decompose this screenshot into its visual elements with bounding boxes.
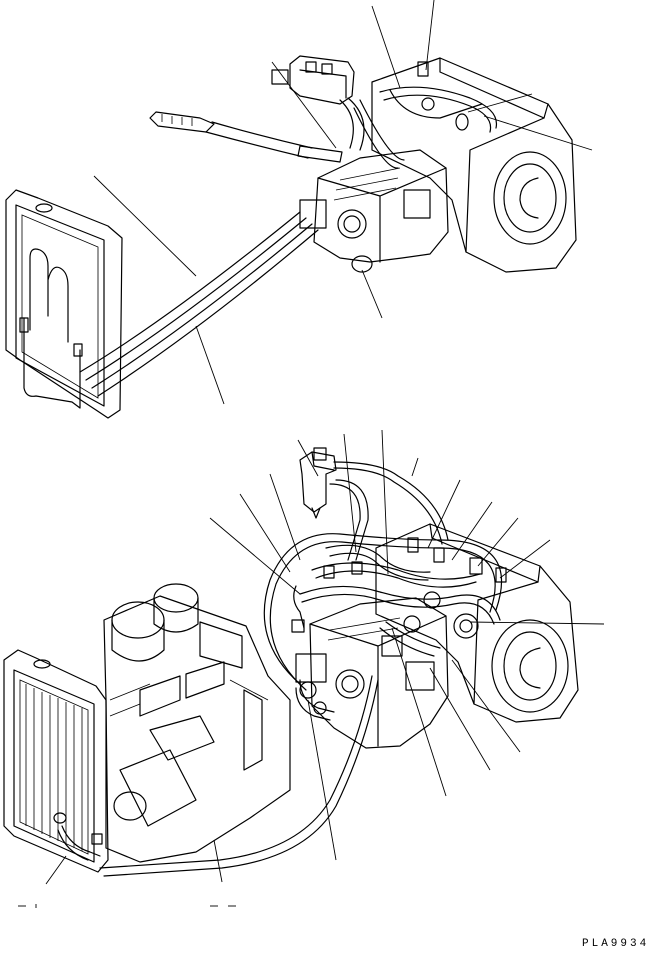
solenoid-bottom <box>299 447 449 561</box>
callout-ticks <box>18 904 236 908</box>
transmission-housing-bottom <box>375 523 579 723</box>
radiator-hoses-bottom <box>57 675 379 877</box>
figure-code: PLA9934 <box>582 938 650 950</box>
oil-cooler-top <box>5 189 123 419</box>
transmission-housing-top <box>371 57 577 273</box>
top-piping-top <box>353 61 498 169</box>
engine-bottom <box>103 583 291 863</box>
pressure-switch-top <box>271 55 365 151</box>
leader-lines-bottom <box>45 429 605 885</box>
radiator-bottom <box>3 649 109 873</box>
cooler-hoses-top <box>79 211 319 397</box>
upper-assembly-view <box>5 0 593 419</box>
leader-lines-top <box>93 0 593 405</box>
control-valve-bottom <box>295 597 449 749</box>
lower-assembly-view <box>3 429 605 908</box>
piping-cluster-bottom <box>291 537 507 657</box>
wiring-harness-top <box>149 111 343 163</box>
control-valve-top <box>299 149 449 273</box>
loop-hose-bottom <box>263 533 503 691</box>
